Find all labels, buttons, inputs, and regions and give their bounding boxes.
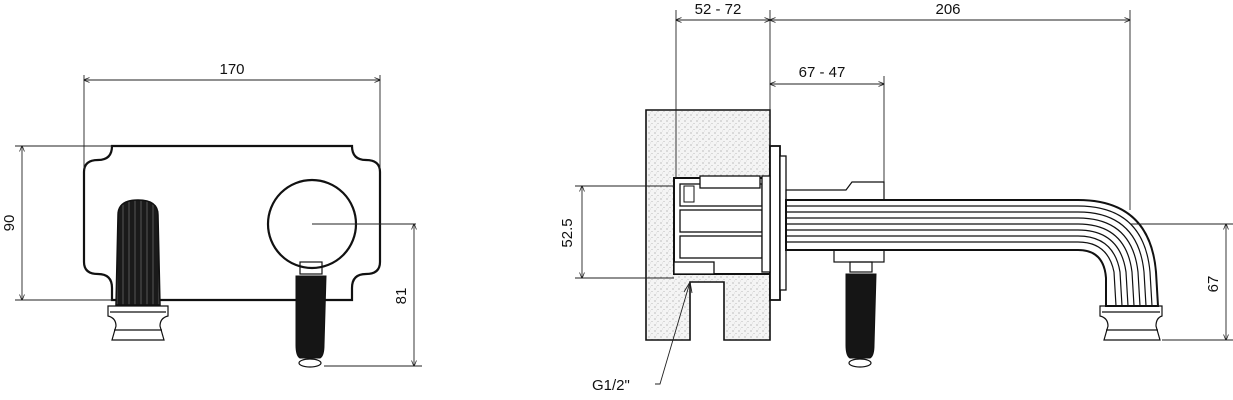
inlet-thread-label: G1/2" bbox=[592, 377, 630, 394]
lever-handle-side-black bbox=[845, 273, 877, 359]
dim-wall-depth-label: 52 - 72 bbox=[695, 1, 742, 18]
lever-handle-front bbox=[295, 261, 327, 368]
spout-fluted-body bbox=[115, 199, 161, 306]
wall-plate-side bbox=[761, 145, 787, 301]
dim-adjust-label: 67 - 47 bbox=[799, 64, 846, 81]
dim-width-label: 170 bbox=[219, 61, 244, 78]
dim-spout-reach-label: 206 bbox=[935, 1, 960, 18]
lever-stub-side bbox=[785, 181, 885, 201]
dim-height-label: 90 bbox=[1, 215, 18, 232]
lever-handle-side bbox=[833, 249, 885, 368]
dim-lever-label: 81 bbox=[393, 288, 410, 305]
front-view: 170 90 81 bbox=[1, 61, 422, 368]
spout-collar-side bbox=[1099, 305, 1163, 341]
spout-front bbox=[107, 199, 169, 341]
side-view: 52 - 72 206 67 - 47 52.5 67 G1/2" bbox=[559, 1, 1233, 394]
lever-handle-black bbox=[295, 275, 327, 359]
valve-body bbox=[673, 175, 771, 275]
spout-collar bbox=[107, 305, 169, 341]
wall-plate-outline bbox=[82, 144, 382, 302]
dim-spout-height-label: 67 bbox=[1205, 276, 1222, 293]
dim-inlet-height-label: 52.5 bbox=[559, 218, 576, 247]
spout-side bbox=[785, 199, 1163, 341]
spout-pipe bbox=[785, 199, 1160, 307]
